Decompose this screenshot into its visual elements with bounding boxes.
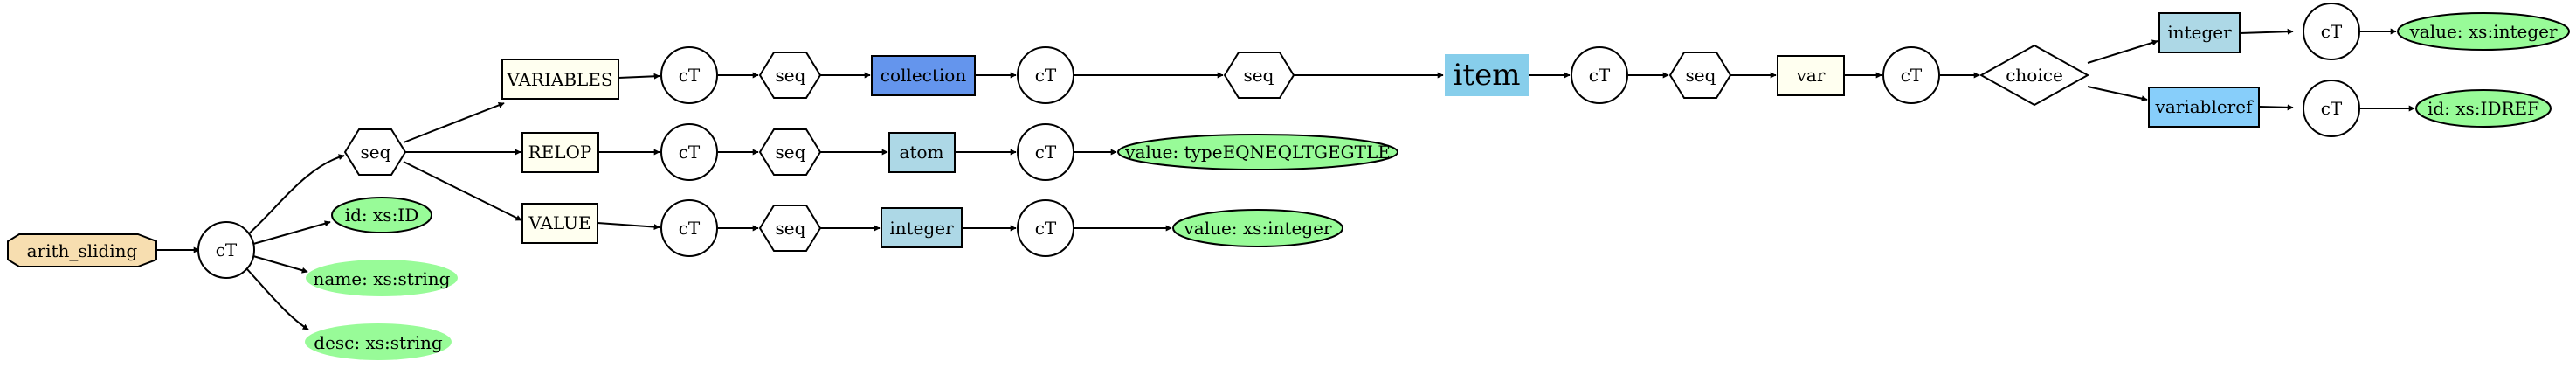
node-value-element-label: VALUE <box>528 212 590 233</box>
nodes: arith_sliding cT seq id: xs:ID name: xs:… <box>7 3 2570 360</box>
node-relop-label: RELOP <box>528 142 592 163</box>
node-choice[interactable]: choice <box>1979 44 2090 107</box>
node-ct-variableref-label: cT <box>2321 98 2343 119</box>
node-seq-value[interactable]: seq <box>758 205 822 252</box>
node-seq-item-label: seq <box>1686 65 1716 86</box>
node-value-element[interactable]: VALUE <box>521 203 598 244</box>
node-seq-collection-label: seq <box>1244 65 1274 86</box>
node-ct-relop[interactable]: cT <box>660 123 718 181</box>
node-ct-collection-label: cT <box>1035 65 1057 86</box>
node-attr-id-label: id: xs:ID <box>345 205 419 226</box>
edge-seq-value <box>403 161 522 221</box>
node-ct-atom[interactable]: cT <box>1017 123 1074 181</box>
node-choice-label: choice <box>2006 65 2063 86</box>
edge-choice-variableref <box>2087 86 2148 102</box>
edge-ct-desc <box>246 268 309 330</box>
node-attr-desc-label: desc: xs:string <box>314 332 443 353</box>
node-item[interactable]: item <box>1445 54 1529 96</box>
node-seq-variables[interactable]: seq <box>758 52 822 99</box>
node-ct-relop-label: cT <box>679 142 701 163</box>
node-seq-item[interactable]: seq <box>1668 52 1732 99</box>
node-ct-variables-label: cT <box>679 65 701 86</box>
node-collection-label: collection <box>881 65 967 86</box>
node-attr-name-label: name: xs:string <box>314 268 451 289</box>
node-value-integer-value[interactable]: value: xs:integer <box>1172 209 1343 247</box>
node-variableref[interactable]: variableref <box>2148 87 2260 128</box>
node-collection[interactable]: collection <box>871 55 976 96</box>
node-relop[interactable]: RELOP <box>521 132 599 173</box>
node-ct-var[interactable]: cT <box>1882 46 1940 104</box>
node-integer-value-label: integer <box>889 218 954 239</box>
node-seq-collection[interactable]: seq <box>1223 52 1295 99</box>
edge-ct-seq <box>245 154 345 238</box>
node-seq-value-label: seq <box>776 218 806 239</box>
node-var[interactable]: var <box>1777 55 1845 96</box>
node-value-integer-choice-label: value: xs:integer <box>2408 21 2558 42</box>
node-ct-atom-label: cT <box>1035 142 1057 163</box>
edge-integer-ct <box>2239 28 2294 35</box>
node-seq-relop[interactable]: seq <box>758 128 822 176</box>
node-variables-label: VARIABLES <box>506 69 612 90</box>
edge-seq-variables <box>403 102 505 143</box>
edge-variables-ct <box>618 73 660 80</box>
node-ct-item[interactable]: cT <box>1571 46 1628 104</box>
edge-variableref-ct <box>2258 104 2294 111</box>
node-ct-item-label: cT <box>1589 65 1611 86</box>
node-attr-name[interactable]: name: xs:string <box>306 260 458 296</box>
edge-ct-id <box>252 220 331 245</box>
node-integer-choice-label: integer <box>2167 22 2232 43</box>
edge-ct-name <box>252 255 308 274</box>
node-arith-sliding[interactable]: arith_sliding <box>7 233 157 267</box>
node-seq-variables-label: seq <box>776 65 806 86</box>
node-item-label: item <box>1454 58 1521 93</box>
node-ct-collection[interactable]: cT <box>1017 46 1074 104</box>
node-variables[interactable]: VARIABLES <box>501 59 619 100</box>
node-value-atom[interactable]: value: typeEQNEQLTGEGTLE <box>1117 134 1398 170</box>
node-seq-main[interactable]: seq <box>343 128 407 176</box>
node-ct-integer-choice-label: cT <box>2321 21 2343 42</box>
node-atom-label: atom <box>900 142 944 163</box>
edge-value-ct <box>597 222 660 231</box>
node-attr-id[interactable]: id: xs:ID <box>331 197 432 233</box>
node-ct-variableref[interactable]: cT <box>2303 80 2360 137</box>
node-ct-var-label: cT <box>1901 65 1923 86</box>
node-ct-root-label: cT <box>216 240 238 260</box>
node-ct-integer-value-label: cT <box>1035 218 1057 239</box>
node-seq-relop-label: seq <box>776 142 806 163</box>
edge-choice-integer <box>2087 39 2158 64</box>
node-value-integer-value-label: value: xs:integer <box>1183 218 1332 239</box>
node-seq-main-label: seq <box>361 142 391 163</box>
node-ct-integer-choice[interactable]: cT <box>2303 3 2360 60</box>
node-ct-value-label: cT <box>679 218 701 239</box>
node-ct-root[interactable]: cT <box>197 221 255 279</box>
node-variableref-label: variableref <box>2155 96 2255 117</box>
node-value-integer-choice[interactable]: value: xs:integer <box>2397 12 2570 51</box>
node-ct-integer-value[interactable]: cT <box>1017 199 1074 257</box>
node-id-idref[interactable]: id: xs:IDREF <box>2415 89 2552 128</box>
edges <box>157 28 2415 330</box>
node-ct-value[interactable]: cT <box>660 199 718 257</box>
node-atom[interactable]: atom <box>888 132 956 173</box>
node-arith-sliding-label: arith_sliding <box>27 240 138 261</box>
node-integer-choice[interactable]: integer <box>2158 12 2241 53</box>
node-attr-desc[interactable]: desc: xs:string <box>305 323 452 360</box>
node-ct-variables[interactable]: cT <box>660 46 718 104</box>
node-var-label: var <box>1796 65 1826 86</box>
node-id-idref-label: id: xs:IDREF <box>2428 98 2539 119</box>
node-integer-value[interactable]: integer <box>881 207 963 248</box>
node-value-atom-label: value: typeEQNEQLTGEGTLE <box>1124 142 1391 163</box>
